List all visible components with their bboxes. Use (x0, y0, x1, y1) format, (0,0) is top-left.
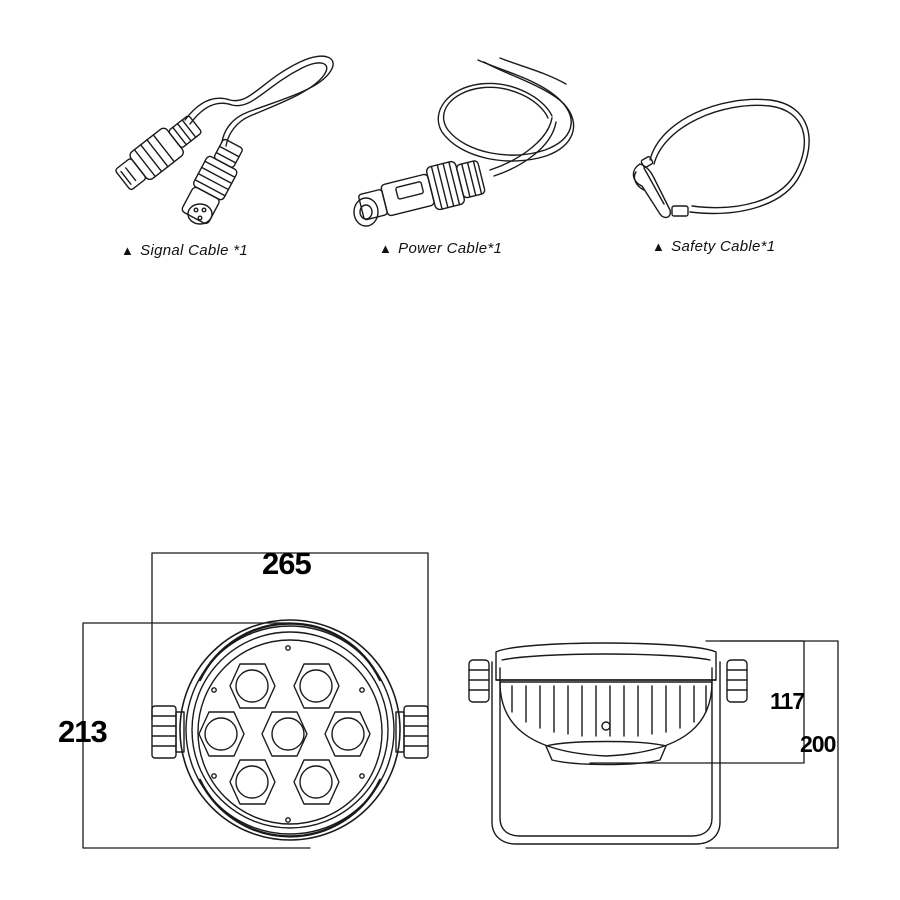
cooling-fins (511, 685, 707, 737)
side-view-drawing (468, 640, 839, 849)
dimension-width-label: 265 (262, 546, 312, 581)
caption-safety-cable: ▲Safety Cable*1 (652, 238, 776, 255)
power-cable-icon (353, 57, 575, 227)
front-view-drawing (82, 552, 429, 849)
caption-power-cable: ▲Power Cable*1 (379, 240, 503, 257)
safety-cable-icon (632, 98, 810, 219)
xlr-signal-cable-icon (115, 55, 334, 225)
dimension-height-label: 213 (58, 714, 108, 749)
caption-signal-cable: ▲Signal Cable *1 (121, 242, 249, 259)
dimension-depth-inner-label: 117 (770, 688, 805, 714)
led-lens-array (198, 663, 371, 805)
dimension-depth-total-label: 200 (800, 731, 836, 757)
